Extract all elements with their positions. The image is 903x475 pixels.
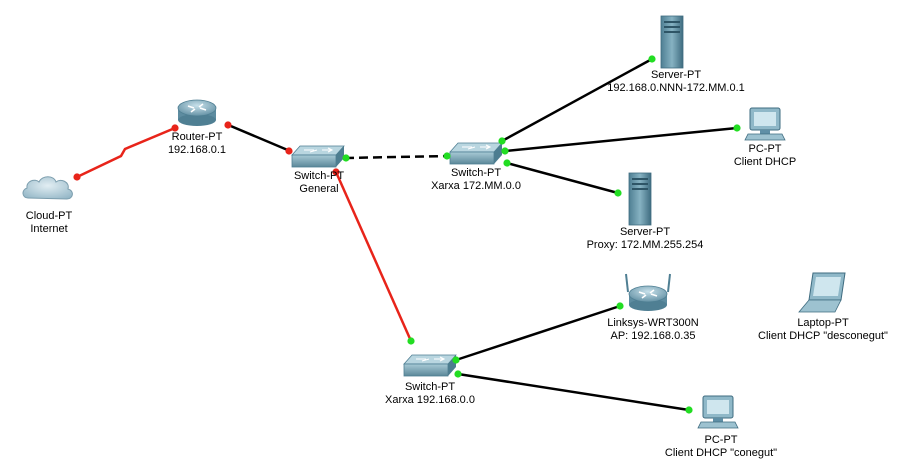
switch-192-desc: Xarxa 192.168.0.0 — [385, 394, 475, 406]
cloud-name: Cloud-PT — [25, 210, 73, 222]
laptop-icon[interactable] — [798, 272, 846, 313]
pc-bottom-desc: Client DHCP "conegut" — [664, 447, 778, 459]
port-down-indicator — [285, 147, 293, 155]
port-up-indicator — [503, 159, 511, 167]
pc-top-label: PC-PT Client DHCP — [715, 143, 815, 169]
server-proxy-desc: Proxy: 172.MM.255.254 — [586, 239, 704, 251]
port-up-indicator — [614, 189, 622, 197]
port-down-indicator — [73, 173, 81, 181]
server-proxy-icon[interactable] — [628, 172, 652, 226]
port-up-indicator — [685, 406, 693, 414]
pc-bottom-label: PC-PT Client DHCP "conegut" — [656, 434, 786, 460]
link-switch-192-ap[interactable] — [455, 304, 621, 362]
link-switch-general-switch-192[interactable] — [334, 171, 413, 342]
link-switch-general-switch-172[interactable] — [344, 154, 449, 160]
switch-192-icon[interactable] — [403, 354, 457, 377]
pc-top-name: PC-PT — [748, 143, 782, 155]
ap-label: Linksys-WRT300N AP: 192.168.0.35 — [593, 317, 713, 343]
link-switch-172-server-proxy[interactable] — [506, 161, 619, 195]
port-up-indicator — [407, 337, 415, 345]
switch-172-desc: Xarxa 172.MM.0.0 — [431, 180, 521, 192]
link-router-switch-general[interactable] — [225, 122, 291, 153]
laptop-name: Laptop-PT — [797, 317, 849, 329]
switch-192-name: Switch-PT — [404, 381, 456, 393]
port-up-indicator — [454, 370, 462, 378]
pc-bottom-icon[interactable] — [697, 395, 739, 429]
router-name: Router-PT — [171, 131, 223, 143]
server-top-label: Server-PT 192.168.0.NNN-172.MM.0.1 — [596, 69, 756, 95]
switch-general-desc: General — [299, 183, 339, 195]
server-top-icon[interactable] — [660, 15, 684, 69]
port-up-indicator — [498, 137, 506, 145]
cloud-desc: Internet — [30, 223, 68, 235]
laptop-label: Laptop-PT Client DHCP "desconegut" — [748, 317, 898, 343]
switch-172-icon[interactable] — [449, 142, 503, 165]
wireless-router-icon[interactable] — [625, 273, 671, 311]
switch-general-label: Switch-PT General — [269, 170, 369, 196]
pc-bottom-name: PC-PT — [704, 434, 738, 446]
server-proxy-name: Server-PT — [619, 226, 671, 238]
switch-172-name: Switch-PT — [450, 167, 502, 179]
link-switch-172-pc-top[interactable] — [504, 126, 738, 153]
switch-general-icon[interactable] — [291, 145, 345, 168]
laptop-desc: Client DHCP "desconegut" — [758, 330, 888, 342]
router-icon[interactable] — [177, 99, 217, 126]
switch-general-name: Switch-PT — [293, 170, 345, 182]
port-up-indicator — [616, 302, 624, 310]
pc-top-desc: Client DHCP — [733, 156, 797, 168]
port-up-indicator — [733, 124, 741, 132]
server-proxy-label: Server-PT Proxy: 172.MM.255.254 — [580, 226, 710, 252]
link-cloud-router[interactable] — [76, 126, 176, 179]
ap-desc: AP: 192.168.0.35 — [610, 330, 696, 342]
server-top-name: Server-PT — [650, 69, 702, 81]
cloud-icon[interactable] — [22, 176, 73, 200]
router-label: Router-PT 192.168.0.1 — [147, 131, 247, 157]
port-up-indicator — [452, 356, 460, 364]
cloud-label: Cloud-PT Internet — [0, 210, 98, 236]
port-up-indicator — [443, 152, 451, 160]
switch-192-label: Switch-PT Xarxa 192.168.0.0 — [370, 381, 490, 407]
port-up-indicator — [332, 168, 340, 176]
switch-172-label: Switch-PT Xarxa 172.MM.0.0 — [416, 167, 536, 193]
port-up-indicator — [342, 154, 350, 162]
ap-name: Linksys-WRT300N — [607, 317, 699, 329]
port-down-indicator — [171, 124, 179, 132]
link-switch-172-server-top[interactable] — [501, 57, 653, 143]
router-desc: 192.168.0.1 — [167, 144, 227, 156]
server-top-desc: 192.168.0.NNN-172.MM.0.1 — [607, 82, 745, 94]
port-up-indicator — [501, 147, 509, 155]
link-switch-192-pc-bottom[interactable] — [457, 372, 690, 412]
links — [76, 57, 738, 412]
pc-top-icon[interactable] — [744, 107, 786, 141]
port-up-indicator — [648, 55, 656, 63]
port-down-indicator — [224, 121, 232, 129]
port-indicators — [73, 55, 741, 414]
